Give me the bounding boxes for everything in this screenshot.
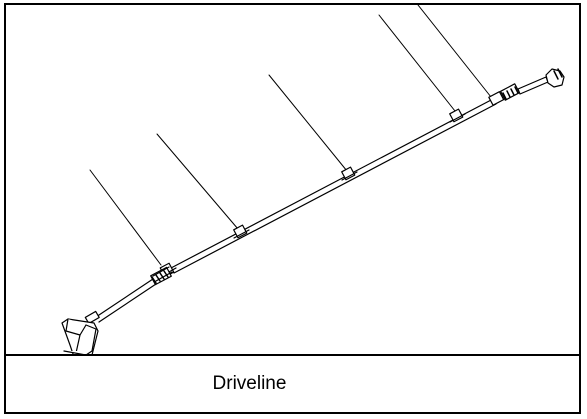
caption-divider bbox=[6, 354, 579, 356]
shaft-bearing-2 bbox=[233, 224, 250, 239]
leader-lines bbox=[89, 5, 492, 266]
rear-angled-gearbox-end bbox=[517, 68, 565, 95]
front-end-yoke-and-bracket bbox=[61, 310, 100, 354]
shaft-bearing-4 bbox=[449, 108, 466, 123]
shaft-bearings bbox=[159, 108, 466, 278]
leader-line-5 bbox=[417, 5, 492, 98]
figure-caption: Driveline bbox=[212, 373, 287, 394]
rear-u-joint-coupler bbox=[488, 83, 521, 106]
figure-caption-row: Driveline bbox=[6, 356, 579, 412]
driveline-illustration bbox=[6, 5, 579, 354]
figure-frame: Driveline bbox=[4, 3, 581, 414]
front-shaft-segment bbox=[95, 278, 157, 323]
leader-line-2 bbox=[156, 133, 239, 230]
leader-line-3 bbox=[268, 74, 348, 172]
leader-line-4 bbox=[378, 14, 456, 112]
leader-line-1 bbox=[89, 169, 162, 266]
drive-shaft bbox=[170, 98, 497, 274]
shaft-bearing-3 bbox=[341, 166, 358, 181]
driveline-drawing bbox=[61, 5, 565, 354]
front-u-joint-coupler bbox=[150, 266, 173, 286]
